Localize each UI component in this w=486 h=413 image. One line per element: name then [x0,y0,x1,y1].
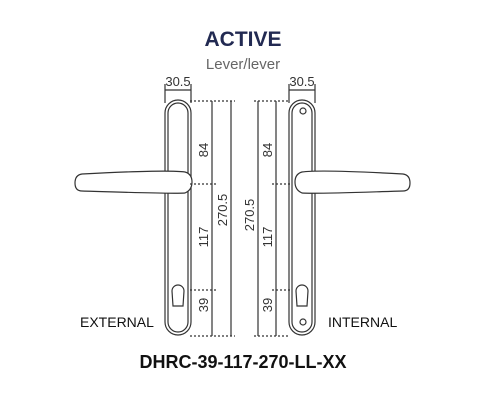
external-width-label: 30.5 [165,74,190,89]
external-lever [74,170,193,194]
external-handle [74,84,235,337]
external-backplate-inner [167,102,189,333]
internal-top-screw [299,107,307,115]
external-label: EXTERNAL [80,314,154,330]
internal-upper-label: 84 [260,143,275,157]
internal-handle [254,84,411,337]
external-upper-label: 84 [196,143,211,157]
page-title: ACTIVE [204,28,282,51]
internal-backplate [288,99,316,336]
internal-overall-label: 270.5 [242,199,257,232]
internal-lever [294,170,411,194]
internal-lower-label: 39 [260,298,275,312]
internal-label: INTERNAL [328,314,398,330]
internal-keyhole [295,284,309,307]
external-middle-label: 117 [196,227,211,248]
internal-width-label: 30.5 [289,74,314,89]
external-backplate [164,99,192,336]
internal-backplate-inner [291,102,313,333]
external-lower-label: 39 [196,298,211,312]
external-keyhole [171,284,185,307]
external-overall-label: 270.5 [215,194,230,227]
page-subtitle: Lever/lever [205,56,281,73]
internal-bottom-screw [299,318,307,326]
internal-middle-label: 117 [260,227,275,248]
product-code: DHRC-39-117-270-LL-XX [139,352,347,372]
